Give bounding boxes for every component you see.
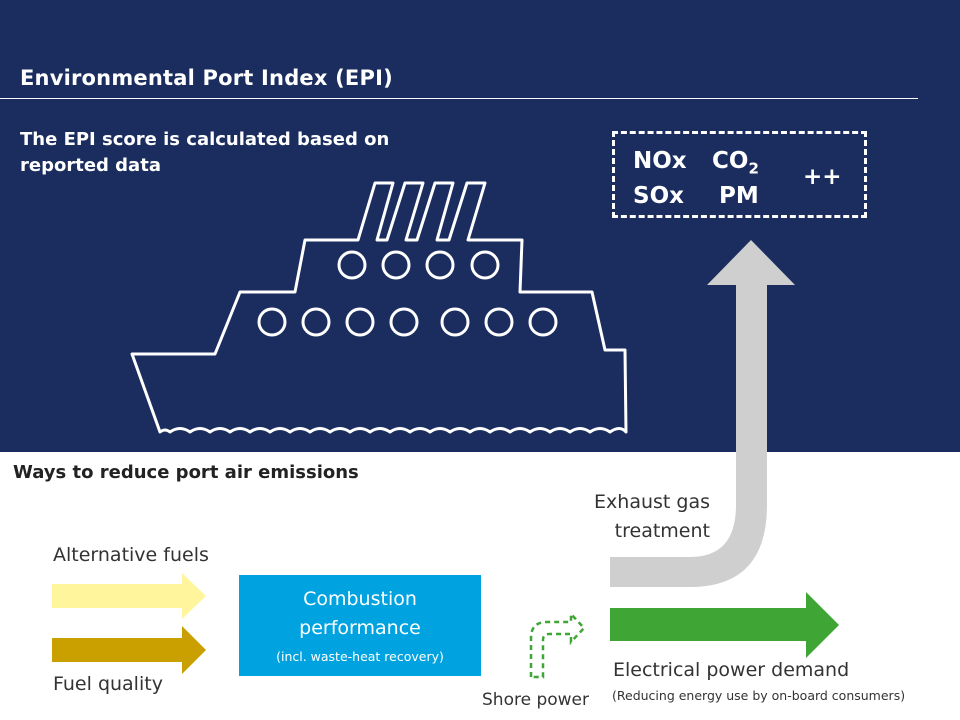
section-heading: Ways to reduce port air emissions xyxy=(13,462,359,483)
more-emissions-label: ++ xyxy=(803,164,842,190)
electrical-power-label: Electrical power demand xyxy=(613,659,850,681)
electrical-power-arrow-icon xyxy=(610,592,839,658)
co2-label: CO2 xyxy=(712,148,759,178)
sox-label: SOx xyxy=(633,183,684,209)
cruise-ship-icon xyxy=(130,181,628,434)
co2-subscript: 2 xyxy=(748,159,759,178)
shore-power-arrow-icon xyxy=(529,610,586,679)
electrical-power-note: (Reducing energy use by on-board consume… xyxy=(612,688,906,703)
header-panel xyxy=(0,0,960,452)
pm-label: PM xyxy=(719,183,759,209)
alternative-fuels-arrow-icon xyxy=(52,573,206,619)
fuel-quality-label: Fuel quality xyxy=(53,673,163,695)
exhaust-gas-label: Exhaust gas treatment xyxy=(594,491,710,542)
alternative-fuels-label: Alternative fuels xyxy=(53,544,209,566)
combustion-performance-box: Combustion performance (incl. waste-heat… xyxy=(239,575,481,676)
combustion-note: (incl. waste-heat recovery) xyxy=(276,649,444,664)
nox-label: NOx xyxy=(633,148,687,174)
page-subtitle: The EPI score is calculated based on rep… xyxy=(20,129,390,176)
co2-main-text: CO xyxy=(712,148,749,174)
emissions-box: NOx CO2 SOx PM ++ xyxy=(612,131,867,218)
fuel-quality-arrow-icon xyxy=(52,626,206,674)
page-title: Environmental Port Index (EPI) xyxy=(20,66,393,90)
combustion-title: Combustion performance xyxy=(299,588,421,639)
title-divider xyxy=(0,98,918,99)
exhaust-arrow-icon xyxy=(610,240,795,587)
shore-power-label: Shore power xyxy=(482,690,589,710)
